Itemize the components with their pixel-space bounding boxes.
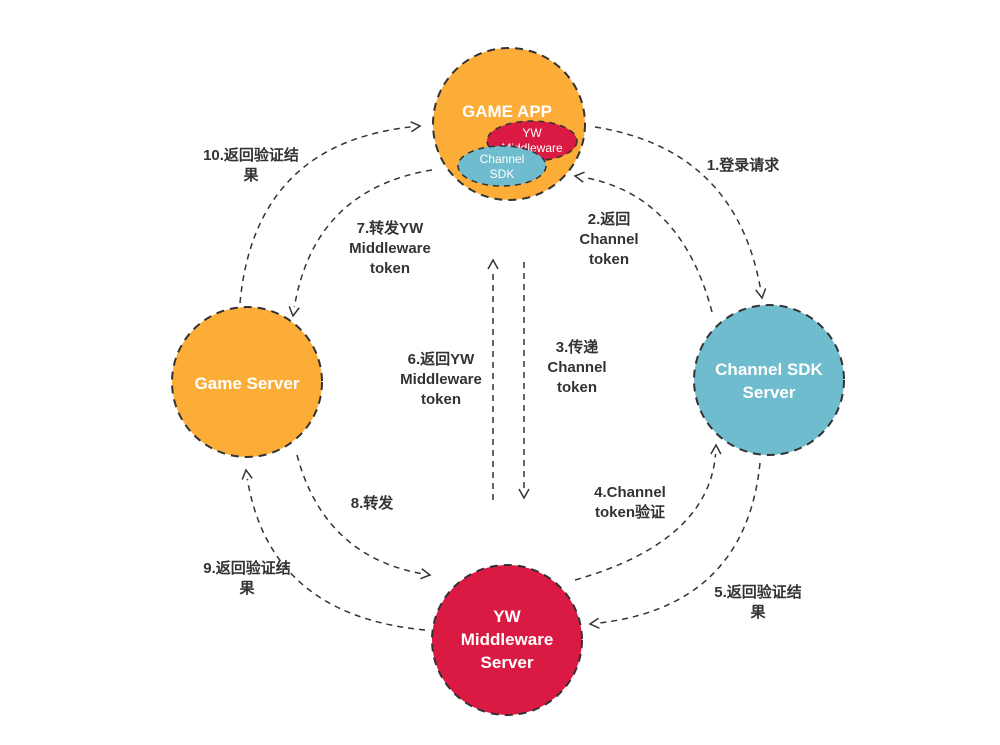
edge-label-6-line-1: 6.返回YW bbox=[408, 350, 476, 368]
edge-label-2: 2.返回 Channel token bbox=[579, 210, 638, 268]
edge-label-5-line-2: 果 bbox=[749, 604, 766, 621]
arrow-5-return-verify-result bbox=[588, 462, 761, 629]
edge-label-5: 5.返回验证结 果 bbox=[714, 583, 802, 621]
edge-label-1: 1.登录请求 bbox=[707, 156, 781, 174]
channel-server-label-1: Channel SDK bbox=[715, 360, 823, 379]
edge-label-6: 6.返回YW Middleware token bbox=[400, 350, 482, 408]
yw-server-label-1: YW bbox=[493, 607, 521, 626]
edge-label-7-line-3: token bbox=[370, 260, 410, 277]
edge-label-3-line-2: Channel bbox=[547, 359, 606, 376]
channel-server-label-2: Server bbox=[743, 383, 796, 402]
yw-server-label-2: Middleware bbox=[461, 630, 554, 649]
edge-label-1-line-1: 1.登录请求 bbox=[707, 156, 781, 174]
game-app-label: GAME APP bbox=[462, 102, 552, 121]
yw-sub-label-1: YW bbox=[522, 126, 542, 140]
arrow-2-return-channel-token bbox=[573, 171, 713, 313]
edge-label-4-line-2: token验证 bbox=[595, 503, 665, 521]
edge-label-10-line-1: 10.返回验证结 bbox=[203, 146, 299, 164]
game-server-label: Game Server bbox=[195, 374, 300, 393]
edge-label-7-line-2: Middleware bbox=[349, 240, 431, 257]
yw-server-label-3: Server bbox=[481, 653, 534, 672]
yw-middleware-server-node: YW Middleware Server bbox=[431, 564, 583, 716]
edge-label-3-line-3: token bbox=[557, 379, 597, 396]
channel-sub-label-1: Channel bbox=[480, 152, 525, 166]
edge-label-2-line-3: token bbox=[589, 251, 629, 268]
edge-label-9: 9.返回验证结 果 bbox=[203, 559, 291, 597]
arrow-7-forward-yw-token bbox=[288, 169, 433, 318]
channel-sdk bbox=[457, 145, 547, 187]
edge-label-3-line-1: 3.传递 bbox=[556, 338, 599, 356]
game-app-node: GAME APP YW Middleware Channel SDK bbox=[432, 47, 586, 201]
arrow-1-login-request bbox=[594, 126, 767, 300]
edge-label-9-line-2: 果 bbox=[238, 580, 255, 597]
edge-label-7: 7.转发YW Middleware token bbox=[349, 219, 431, 277]
game-server-node: Game Server bbox=[171, 306, 323, 458]
arrow-9-return-verify-result bbox=[241, 468, 426, 631]
edge-label-7-line-1: 7.转发YW bbox=[357, 219, 425, 237]
edge-label-9-line-1: 9.返回验证结 bbox=[203, 559, 291, 577]
edge-label-4-line-1: 4.Channel bbox=[594, 484, 666, 501]
channel-sub-label-2: SDK bbox=[490, 167, 515, 181]
edge-label-5-line-1: 5.返回验证结 bbox=[714, 583, 802, 601]
edge-label-8-line-1: 8.转发 bbox=[351, 494, 395, 512]
edge-label-6-line-3: token bbox=[421, 391, 461, 408]
arrow-8-forward bbox=[296, 454, 432, 580]
channel-sdk-server-node: Channel SDK Server bbox=[693, 304, 845, 456]
edge-label-3: 3.传递 Channel token bbox=[547, 338, 606, 396]
arrow-4-channel-token-verify bbox=[574, 443, 722, 581]
edge-label-10: 10.返回验证结 果 bbox=[203, 146, 299, 184]
edge-label-2-line-1: 2.返回 bbox=[588, 210, 631, 228]
edge-label-8: 8.转发 bbox=[351, 494, 395, 512]
edge-label-6-line-2: Middleware bbox=[400, 371, 482, 388]
edge-label-10-line-2: 果 bbox=[242, 167, 259, 184]
edge-label-2-line-2: Channel bbox=[579, 231, 638, 248]
edge-label-4: 4.Channel token验证 bbox=[594, 484, 666, 521]
